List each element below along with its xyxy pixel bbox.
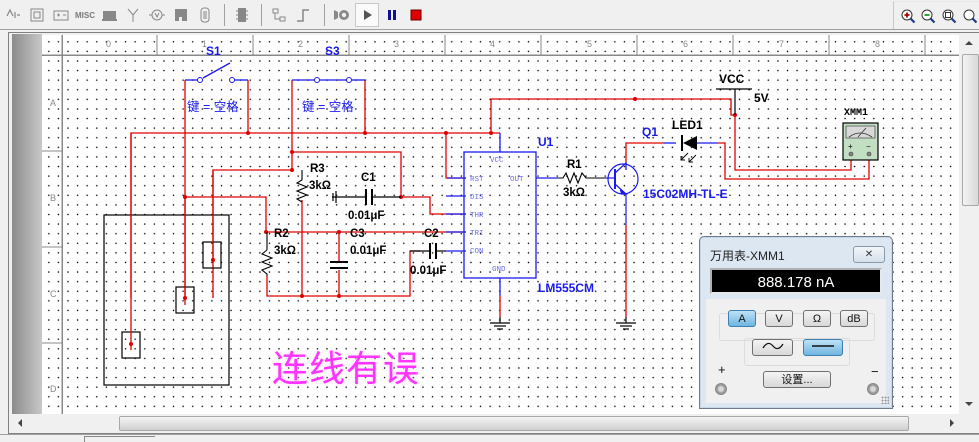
- horizontal-scroll-thumb[interactable]: [119, 416, 909, 431]
- close-button[interactable]: ✕: [853, 246, 885, 263]
- minus-terminal[interactable]: [867, 383, 879, 395]
- u1-ref: U1: [538, 135, 554, 149]
- u1-part: LM555CM: [538, 281, 594, 295]
- dc-signal-button[interactable]: [803, 339, 843, 356]
- pin-rst: RST: [470, 176, 484, 184]
- ac-signal-button[interactable]: [752, 339, 793, 356]
- c2-capacitor[interactable]: [410, 243, 446, 259]
- q1-part: 15C02MH-TL-E: [643, 187, 728, 201]
- settings-button[interactable]: 设置...: [763, 371, 831, 388]
- xmm1-multimeter-symbol[interactable]: + −: [843, 123, 878, 160]
- voltmeter-mode-button[interactable]: V: [765, 310, 793, 327]
- pin-tri: TRI: [470, 230, 484, 238]
- scroll-up-icon[interactable]: [965, 41, 973, 45]
- c1-ref: C1: [361, 172, 376, 184]
- box-wires: [131, 133, 213, 350]
- c1-capacitor[interactable]: [332, 189, 401, 205]
- ohmmeter-mode-button[interactable]: Ω: [803, 310, 831, 327]
- s1-key-label: 键 = 空格: [187, 99, 239, 114]
- vcc-value: 5V: [754, 91, 769, 105]
- r3-ref: R3: [310, 163, 325, 175]
- scroll-right-icon[interactable]: [950, 419, 954, 427]
- vcc-source[interactable]: [716, 89, 752, 115]
- pin-dis: DIS: [470, 194, 484, 202]
- xmm1-ref: XMM1: [844, 108, 868, 119]
- db-mode-button[interactable]: dB: [840, 310, 868, 327]
- s1-label: S1: [206, 44, 221, 58]
- plus-terminal-label: +: [718, 362, 726, 377]
- sine-wave-icon: [761, 340, 785, 352]
- c3-value: 0.01μF: [350, 245, 386, 257]
- led1-diode[interactable]: [681, 135, 697, 162]
- s3-label: S3: [325, 44, 340, 58]
- scroll-left-icon[interactable]: [18, 419, 22, 427]
- c2-ref: C2: [424, 228, 439, 240]
- resize-grip[interactable]: [881, 396, 889, 404]
- r1-ref: R1: [567, 159, 582, 171]
- r3-resistor[interactable]: [297, 170, 307, 202]
- vcc-label: VCC: [719, 72, 745, 86]
- r1-value: 3kΩ: [563, 187, 585, 199]
- c3-ref: C3: [350, 228, 365, 240]
- meter-reading-display: 888.178 nA: [710, 268, 882, 294]
- s3-key-label: 键 = 空格: [302, 99, 354, 114]
- r3-value: 3kΩ: [309, 180, 331, 192]
- meter-plus-label: +: [848, 142, 853, 151]
- pin-vcc: VCC: [490, 157, 504, 165]
- q1-ref: Q1: [642, 125, 658, 139]
- c3-capacitor[interactable]: [330, 262, 348, 268]
- ground-icon: [616, 317, 636, 329]
- vertical-scroll-thumb[interactable]: [962, 54, 979, 206]
- minus-terminal-label: −: [871, 364, 879, 379]
- pin-gnd: GND: [492, 266, 506, 274]
- r2-value: 3kΩ: [274, 245, 296, 257]
- dialog-title: 万用表-XMM1: [710, 247, 785, 264]
- mounting-box: [104, 215, 229, 385]
- r2-ref: R2: [274, 228, 289, 240]
- c2-value: 0.01μF: [410, 265, 446, 277]
- led1-ref: LED1: [672, 118, 703, 132]
- ground-icon: [490, 317, 510, 329]
- r1-resistor[interactable]: [558, 173, 606, 183]
- dc-line-icon: [810, 340, 836, 352]
- pin-out: OUT: [510, 176, 524, 184]
- pin-thr: THR: [470, 212, 484, 220]
- q1-transistor[interactable]: [606, 163, 638, 225]
- plus-terminal[interactable]: [715, 383, 727, 395]
- status-bar-cell: [84, 436, 155, 442]
- meter-minus-label: −: [866, 142, 871, 151]
- scroll-down-icon[interactable]: [965, 402, 973, 406]
- r2-resistor[interactable]: [262, 250, 272, 276]
- ammeter-mode-button[interactable]: A: [728, 310, 756, 327]
- multimeter-dialog: 万用表-XMM1 ✕ 888.178 nA A V Ω dB 设置... + −: [699, 236, 893, 409]
- pin-con: CON: [470, 248, 484, 256]
- wiring-error-annotation: 连线有误: [272, 340, 420, 392]
- c1-value: 0.01μF: [348, 210, 384, 222]
